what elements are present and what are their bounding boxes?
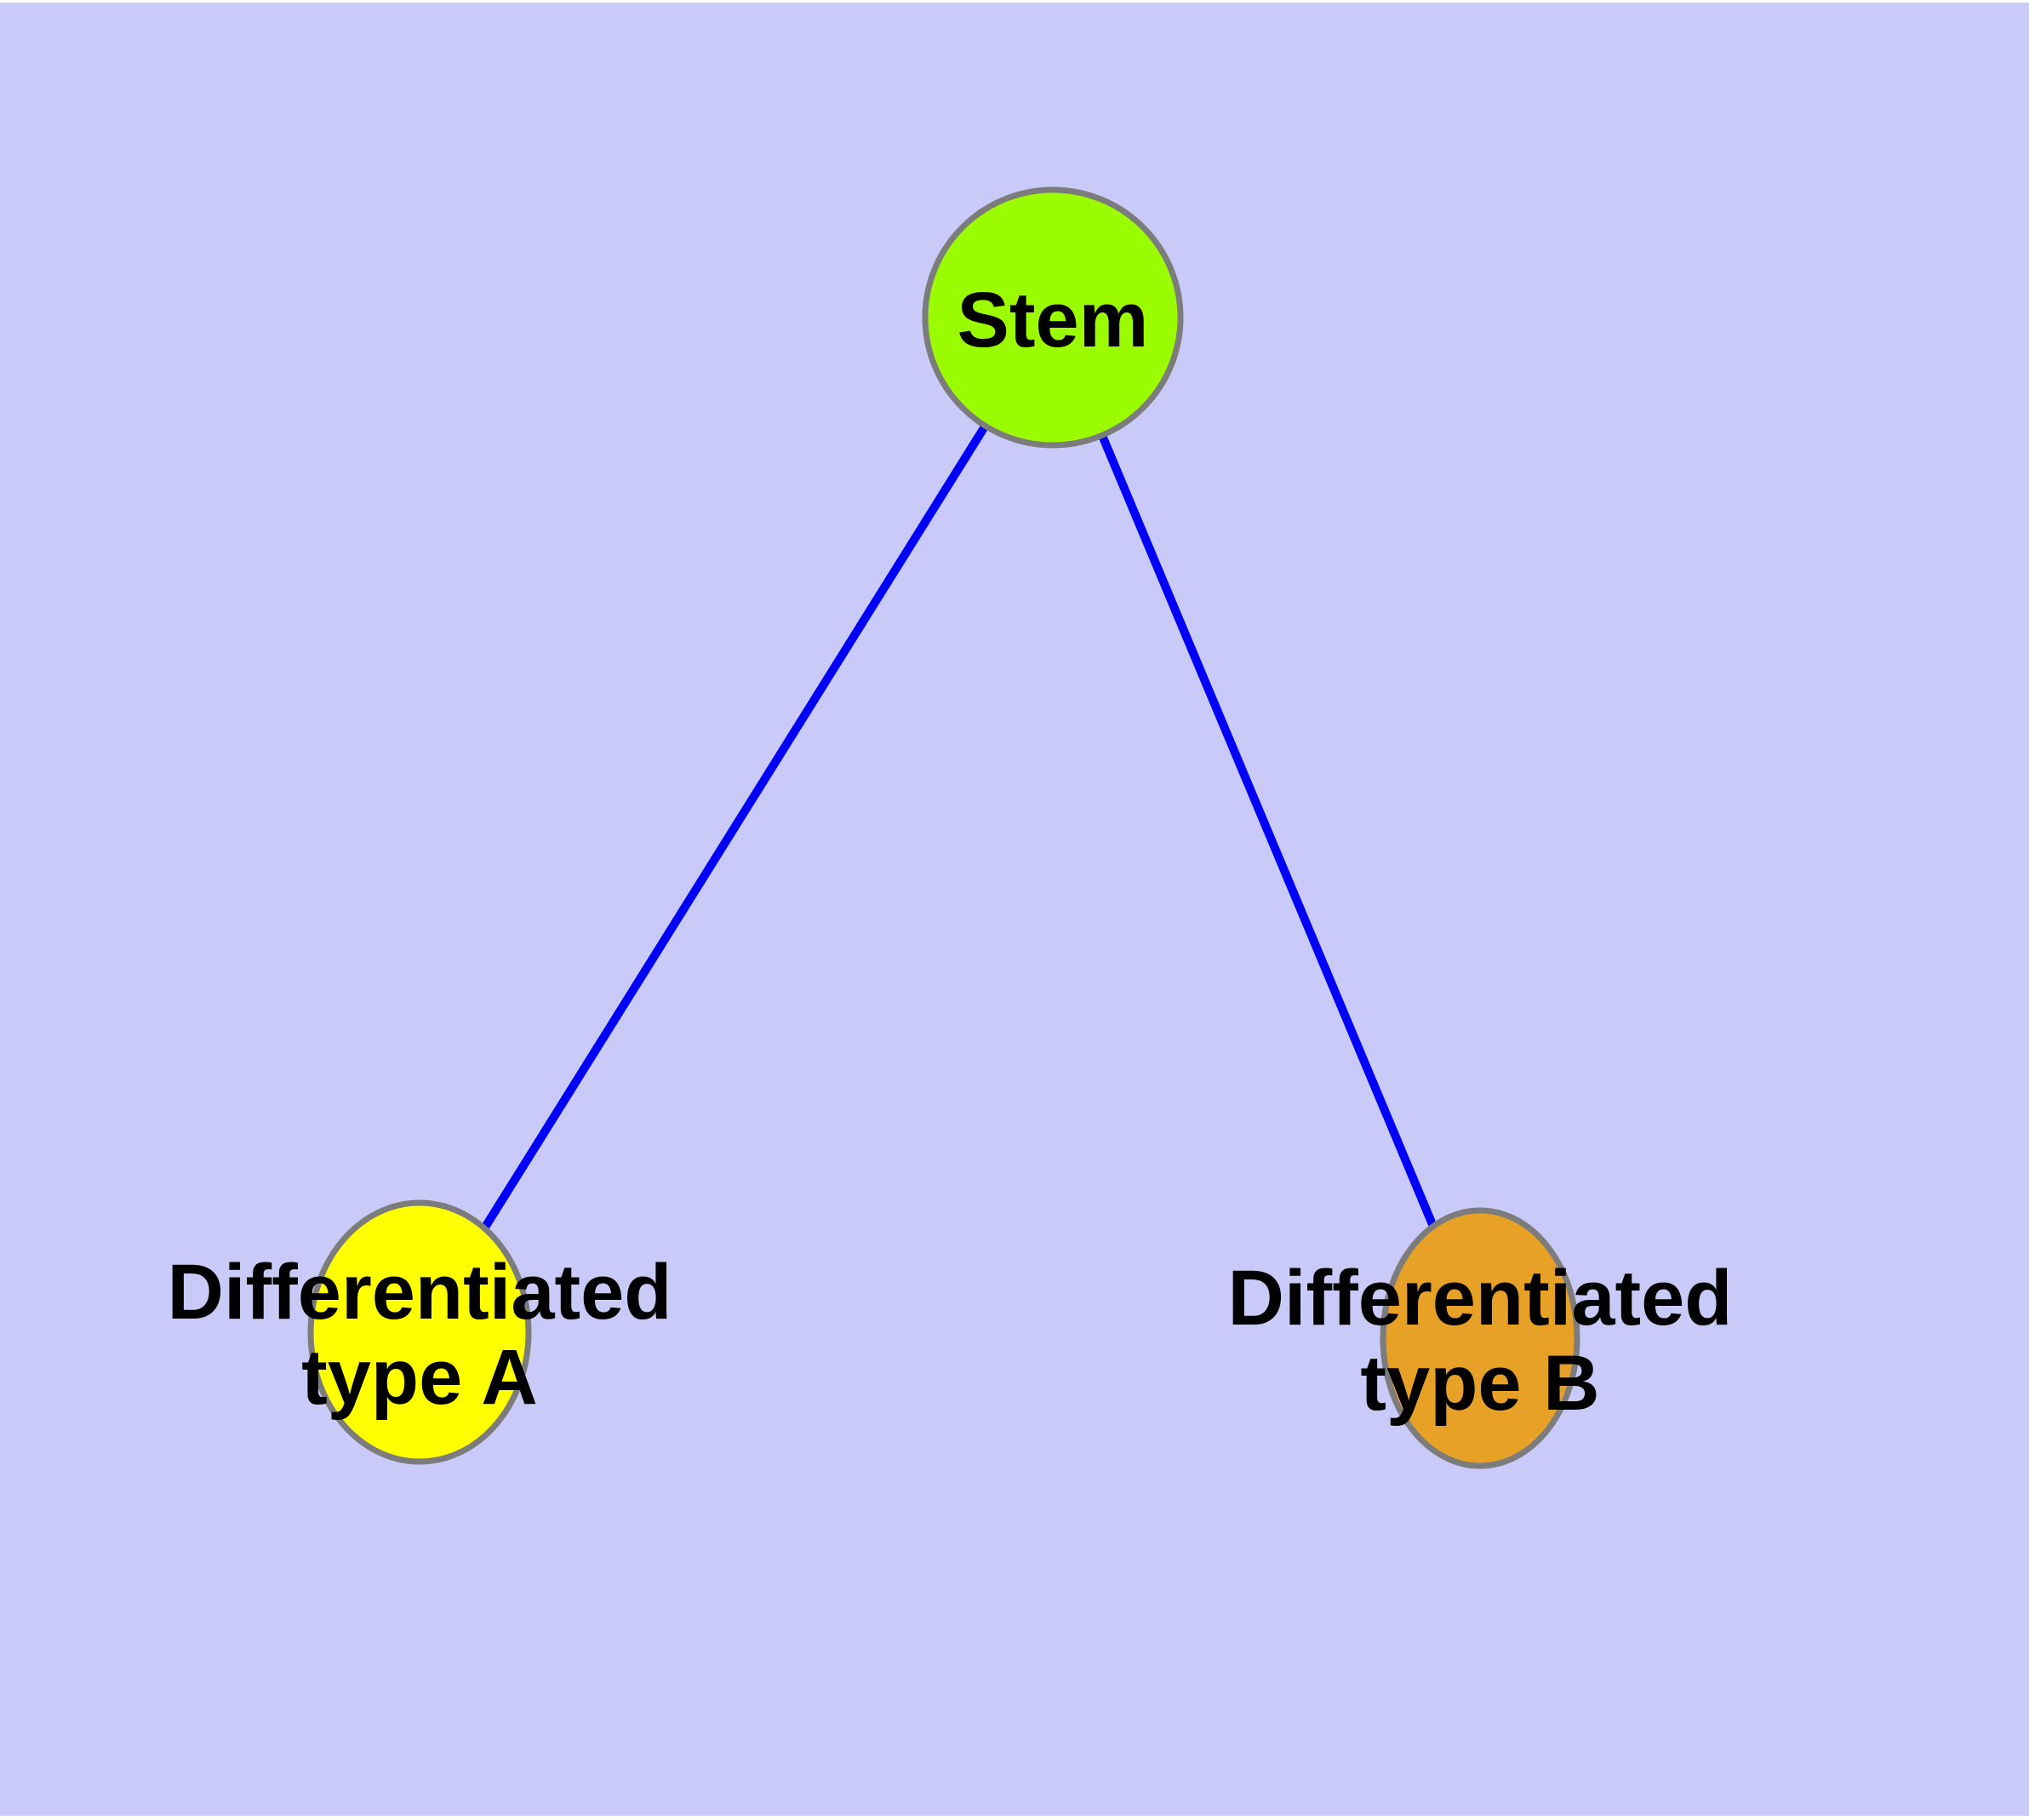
node-differentiated-type-b-label-line-1: Differentiated <box>1228 1255 1733 1342</box>
edge-stem-differentiated-type-a <box>415 315 1057 1335</box>
edge-stem-differentiated-type-b <box>1049 316 1484 1340</box>
node-differentiated-type-b-label-line-2: type B <box>1360 1340 1599 1427</box>
node-differentiated-type-a-label-line-2: type A <box>301 1334 538 1421</box>
node-differentiated-type-a-circle <box>307 1199 532 1465</box>
node-stem-circle <box>922 186 1184 449</box>
node-differentiated-type-a-label-line-1: Differentiated <box>168 1249 672 1336</box>
node-differentiated-type-b-circle <box>1380 1207 1580 1469</box>
node-stem-label-line-1: Stem <box>957 277 1149 363</box>
